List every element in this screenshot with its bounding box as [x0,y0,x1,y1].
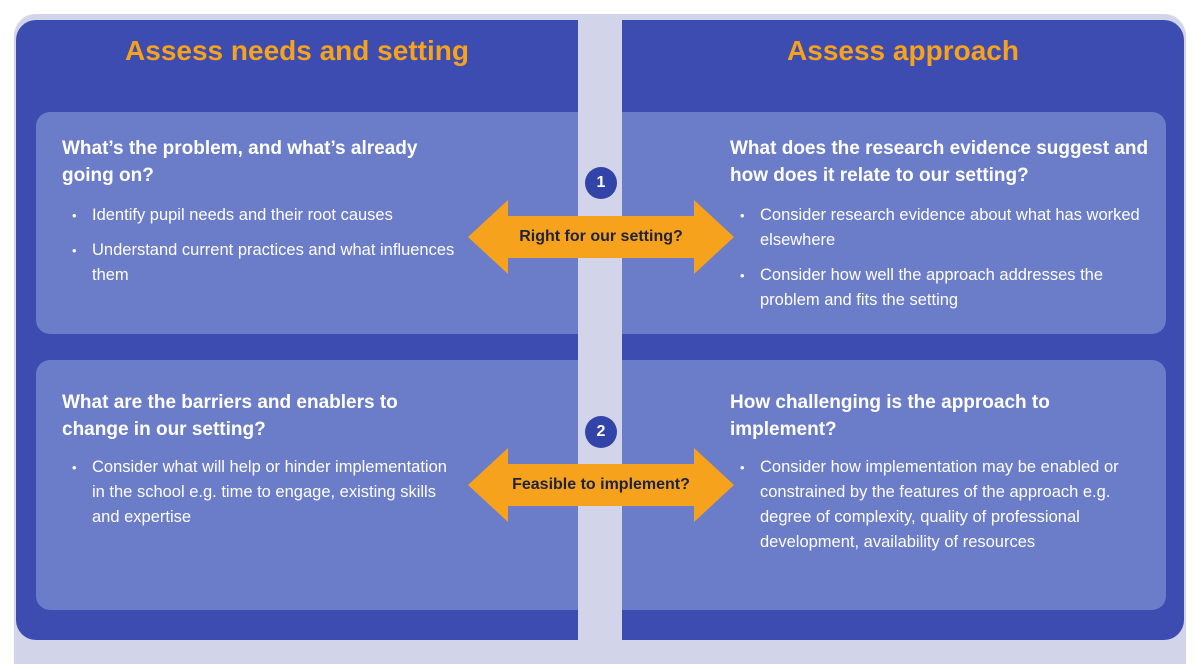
research-evidence-question: What does the research evidence suggest … [730,138,1149,186]
list-item: Consider research evidence about what ha… [730,203,1150,253]
step-number-badge: 1 [585,167,617,199]
right-panel-title: Assess approach [787,35,1019,66]
step-number-badge: 2 [585,416,617,448]
needs-problem-points: Identify pupil needs and their root caus… [62,203,462,298]
double-arrow-icon [468,200,734,274]
left-panel-title: Assess needs and setting [125,35,469,66]
list-item: Understand current practices and what in… [62,238,462,288]
barriers-enablers-points: Consider what will help or hinder implem… [62,455,462,540]
list-item: Consider what will help or hinder implem… [62,455,462,530]
list-item: Consider how well the approach addresses… [730,263,1150,313]
double-arrow-icon [468,448,734,522]
list-item: Identify pupil needs and their root caus… [62,203,462,228]
implementation-challenge-question: How challenging is the approach to imple… [730,392,1050,440]
needs-problem-question: What’s the problem, and what’s already g… [62,138,418,186]
research-evidence-points: Consider research evidence about what ha… [730,203,1150,323]
implementation-challenge-points: Consider how implementation may be enabl… [730,455,1130,565]
barriers-enablers-question: What are the barriers and enablers to ch… [62,392,398,440]
feasible-to-implement-label: Feasible to implement? [512,476,690,493]
right-for-setting-label: Right for our setting? [519,228,683,245]
list-item: Consider how implementation may be enabl… [730,455,1130,555]
